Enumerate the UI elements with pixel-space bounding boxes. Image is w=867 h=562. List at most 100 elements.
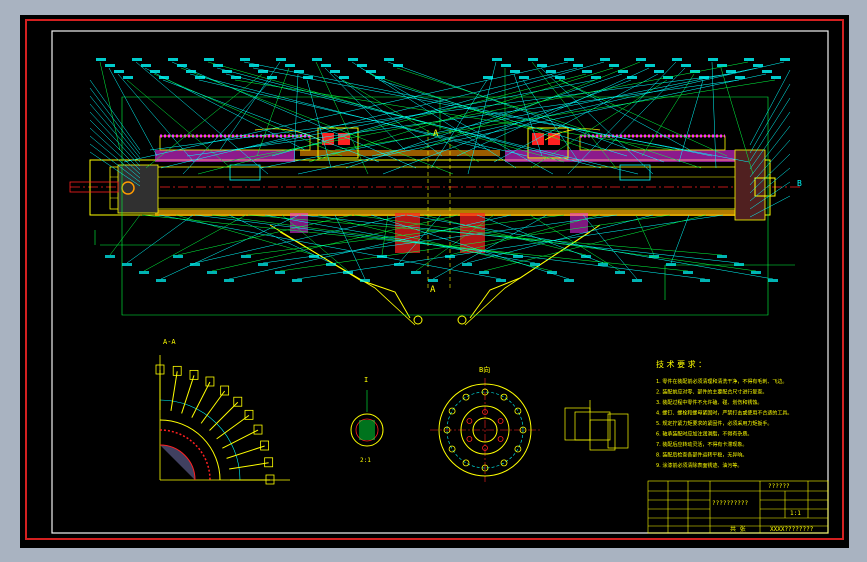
leader-line — [186, 79, 740, 157]
aa-finger-head — [205, 376, 215, 387]
leader-tag — [483, 76, 493, 79]
leader-line — [264, 214, 536, 264]
leader-tag — [753, 64, 763, 67]
flange-inner-hole — [466, 418, 473, 424]
leader-tag — [326, 263, 336, 266]
leader-line — [234, 79, 596, 151]
view-aa-label: A-A — [163, 338, 176, 346]
leader-tag — [393, 64, 403, 67]
leader-line — [334, 214, 366, 280]
leader-tag — [258, 70, 268, 73]
leader-line — [353, 214, 757, 272]
leader-tag — [96, 58, 106, 61]
leader-tag — [132, 58, 142, 61]
leader-tag — [627, 76, 637, 79]
leader-line — [371, 61, 785, 157]
leader-lines — [89, 58, 791, 282]
leader-line — [296, 214, 724, 280]
leader-line — [540, 67, 654, 175]
leader-tag — [294, 70, 304, 73]
leader-line — [345, 73, 623, 169]
view-b-label: B向 — [479, 365, 490, 374]
flange-inner-hole — [497, 418, 504, 424]
leader-line — [89, 119, 141, 171]
leader-line — [306, 79, 332, 169]
flange-hole — [448, 445, 456, 453]
leader-line — [749, 181, 791, 210]
leader-line — [89, 79, 141, 151]
leader-line — [513, 73, 543, 157]
leader-line — [219, 61, 281, 151]
leader-tag — [690, 70, 700, 73]
leader-line — [89, 111, 141, 167]
leader-tag — [768, 279, 778, 282]
leader-tag — [222, 70, 232, 73]
leader-tag — [150, 70, 160, 73]
leader-line — [89, 135, 141, 179]
leader-tag — [735, 76, 745, 79]
title-top-right: ?????? — [768, 483, 790, 490]
view-marker-b: B — [797, 179, 802, 188]
aa-finger-head — [264, 457, 274, 468]
leader-line — [245, 214, 565, 256]
leader-tag — [156, 279, 166, 282]
leader-tag — [462, 263, 472, 266]
leader-tag — [213, 64, 223, 67]
title-code: XXXX???????? — [770, 526, 814, 533]
leader-line — [228, 214, 332, 264]
leader-tag — [598, 263, 608, 266]
leader-tag — [231, 76, 241, 79]
aa-finger-head — [233, 396, 243, 407]
leader-tag — [734, 263, 744, 266]
flange-hole — [500, 393, 508, 401]
aa-finger-head — [253, 424, 263, 435]
leader-line — [483, 214, 707, 272]
flange-hole — [481, 464, 489, 472]
leader-tag — [751, 271, 761, 274]
leader-line — [432, 214, 548, 280]
leader-tag — [366, 70, 376, 73]
leader-line — [189, 73, 491, 151]
title-block — [647, 480, 829, 534]
leader-tag — [428, 279, 438, 282]
leader-line — [281, 214, 349, 272]
leader-line — [398, 214, 442, 264]
leader-tag — [649, 255, 659, 258]
leader-line — [256, 67, 290, 157]
aa-finger-head — [172, 365, 182, 376]
leader-tag — [530, 263, 540, 266]
leader-tag — [717, 255, 727, 258]
leader-tag — [224, 279, 234, 282]
leader-line — [234, 79, 676, 151]
leader-line — [141, 214, 689, 272]
leader-line — [467, 61, 497, 175]
leader-tag — [292, 279, 302, 282]
technical-requirements: 技 术 要 求 ： 1. 零件在装配前必须清理和清洗干净，不得有毛刺、飞边。2.… — [656, 359, 792, 469]
leader-tag — [645, 64, 655, 67]
leader-tag — [519, 76, 529, 79]
leader-line — [308, 67, 614, 163]
tech-line: 9. 涂漆前必须清除表面锈迹、油污等。 — [656, 462, 742, 469]
leader-tag — [546, 70, 556, 73]
leader-tag — [384, 58, 394, 61]
leader-tag — [510, 70, 520, 73]
leader-tag — [564, 279, 574, 282]
leader-line — [271, 61, 605, 157]
leader-line — [476, 214, 604, 264]
leader-line — [369, 73, 591, 151]
tech-line: 3. 装配过程中零件不允许磕、碰、划伤和锈蚀。 — [656, 399, 762, 406]
leader-tag — [479, 271, 489, 274]
leader-line — [670, 214, 690, 264]
leader-line — [175, 214, 315, 256]
leader-tag — [195, 76, 205, 79]
leader-line — [194, 214, 706, 280]
leader-tag — [241, 255, 251, 258]
flange-inner-hole — [482, 409, 488, 415]
aa-finger — [181, 375, 195, 414]
title-scale: 1:1 — [790, 510, 801, 517]
leader-tag — [411, 271, 421, 274]
leader-tag — [600, 58, 610, 61]
leader-tag — [285, 64, 295, 67]
leader-line — [430, 79, 488, 169]
